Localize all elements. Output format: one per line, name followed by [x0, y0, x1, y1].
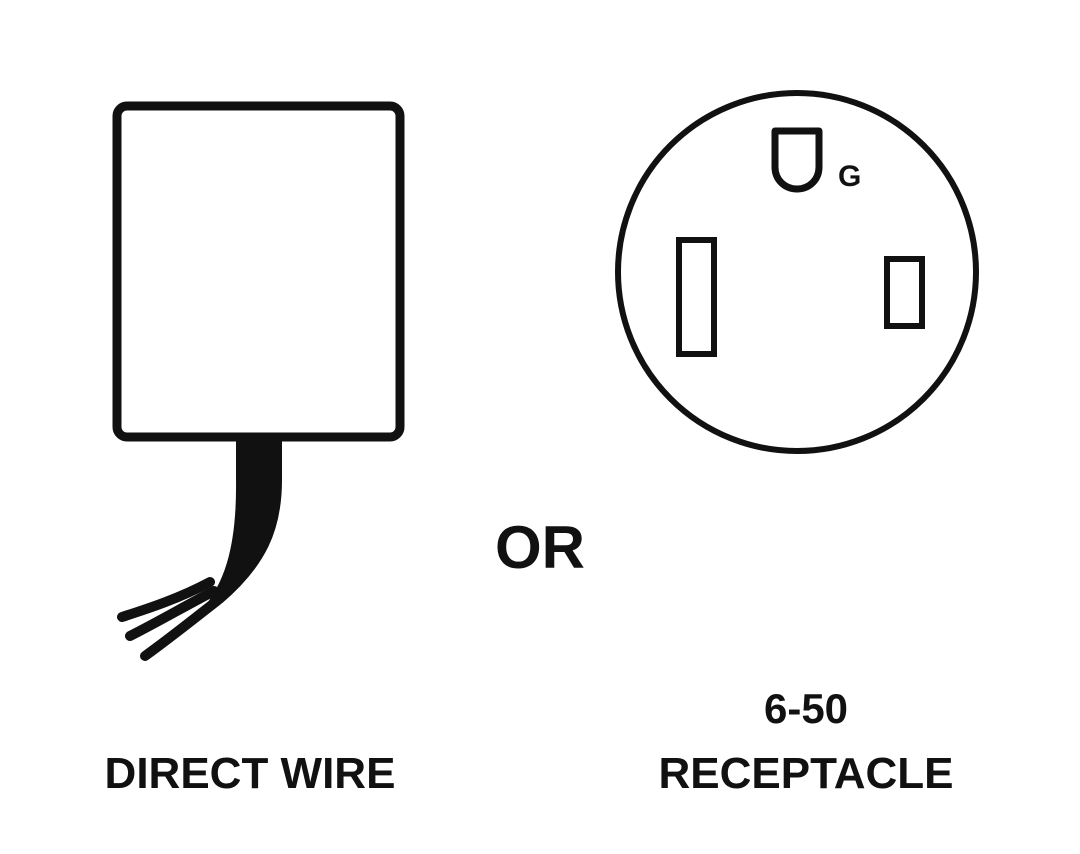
- or-separator: OR: [495, 514, 585, 581]
- left-slot: [676, 237, 717, 357]
- wire-strand-1: [117, 577, 215, 622]
- direct-wire-label: DIRECT WIRE: [104, 749, 396, 798]
- wire-strand-3: [140, 595, 223, 661]
- cable: [204, 436, 282, 609]
- receptacle-icon: [615, 90, 979, 454]
- junction-box: [112, 101, 405, 442]
- right-slot: [884, 256, 925, 329]
- receptacle-face: [615, 90, 979, 454]
- receptacle-rating: 6-50: [763, 685, 849, 732]
- ground-slot: [771, 127, 823, 193]
- ground-label: G: [838, 160, 862, 193]
- direct-wire-icon: [112, 101, 405, 661]
- wire-strand-2: [125, 586, 219, 641]
- receptacle-label: RECEPTACLE: [658, 749, 954, 798]
